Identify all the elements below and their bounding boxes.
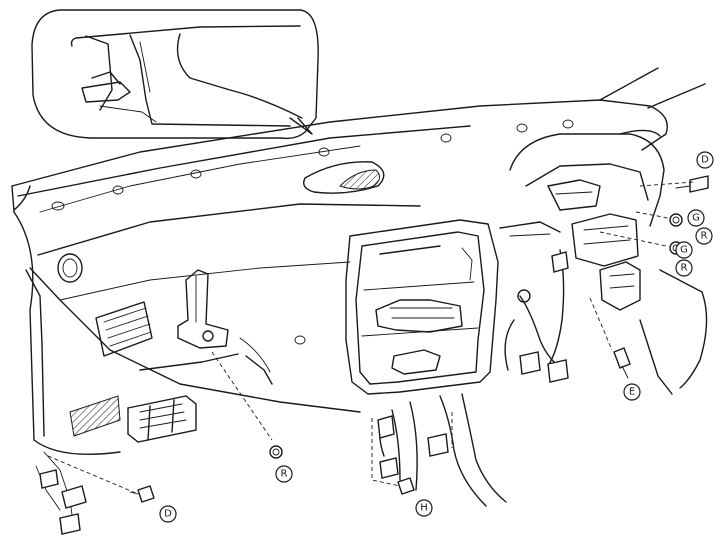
callout-letter: D [164, 509, 172, 520]
callout-r-right-2: R [675, 259, 693, 277]
leader-lines [47, 181, 695, 495]
bolt-h-bottom [397, 477, 415, 495]
clip-g-right [669, 213, 683, 227]
detail-inset [31, 9, 319, 140]
callout-r-right-1: R [695, 227, 713, 245]
callout-g-right-2: G [675, 241, 693, 259]
dashboard-body [13, 203, 421, 455]
callout-h-bottom: H [415, 499, 433, 517]
bolt-e-right [613, 347, 631, 379]
callout-letter: E [629, 387, 635, 398]
callout-letter: R [281, 469, 288, 480]
callout-e-right: E [623, 383, 641, 401]
center-console-frame [345, 219, 499, 395]
fasteners [129, 175, 709, 503]
clip-r-center [269, 445, 283, 459]
bolt-d-right [675, 175, 709, 193]
right-side-structure [499, 133, 708, 395]
callout-letter: R [701, 231, 708, 242]
callout-d-bottom: D [159, 505, 177, 523]
callout-letter: H [420, 503, 428, 514]
callout-letter: G [680, 245, 688, 256]
dashboard-top [11, 67, 706, 213]
wire-harness [35, 249, 569, 535]
callout-g-right: G [687, 209, 705, 227]
callout-r-center: R [275, 465, 293, 483]
callout-letter: D [701, 155, 709, 166]
callout-letter: G [692, 213, 700, 224]
bolt-d-bottom [129, 485, 155, 503]
callout-letter: R [681, 263, 688, 274]
callout-d-right-top: D [696, 151, 714, 169]
